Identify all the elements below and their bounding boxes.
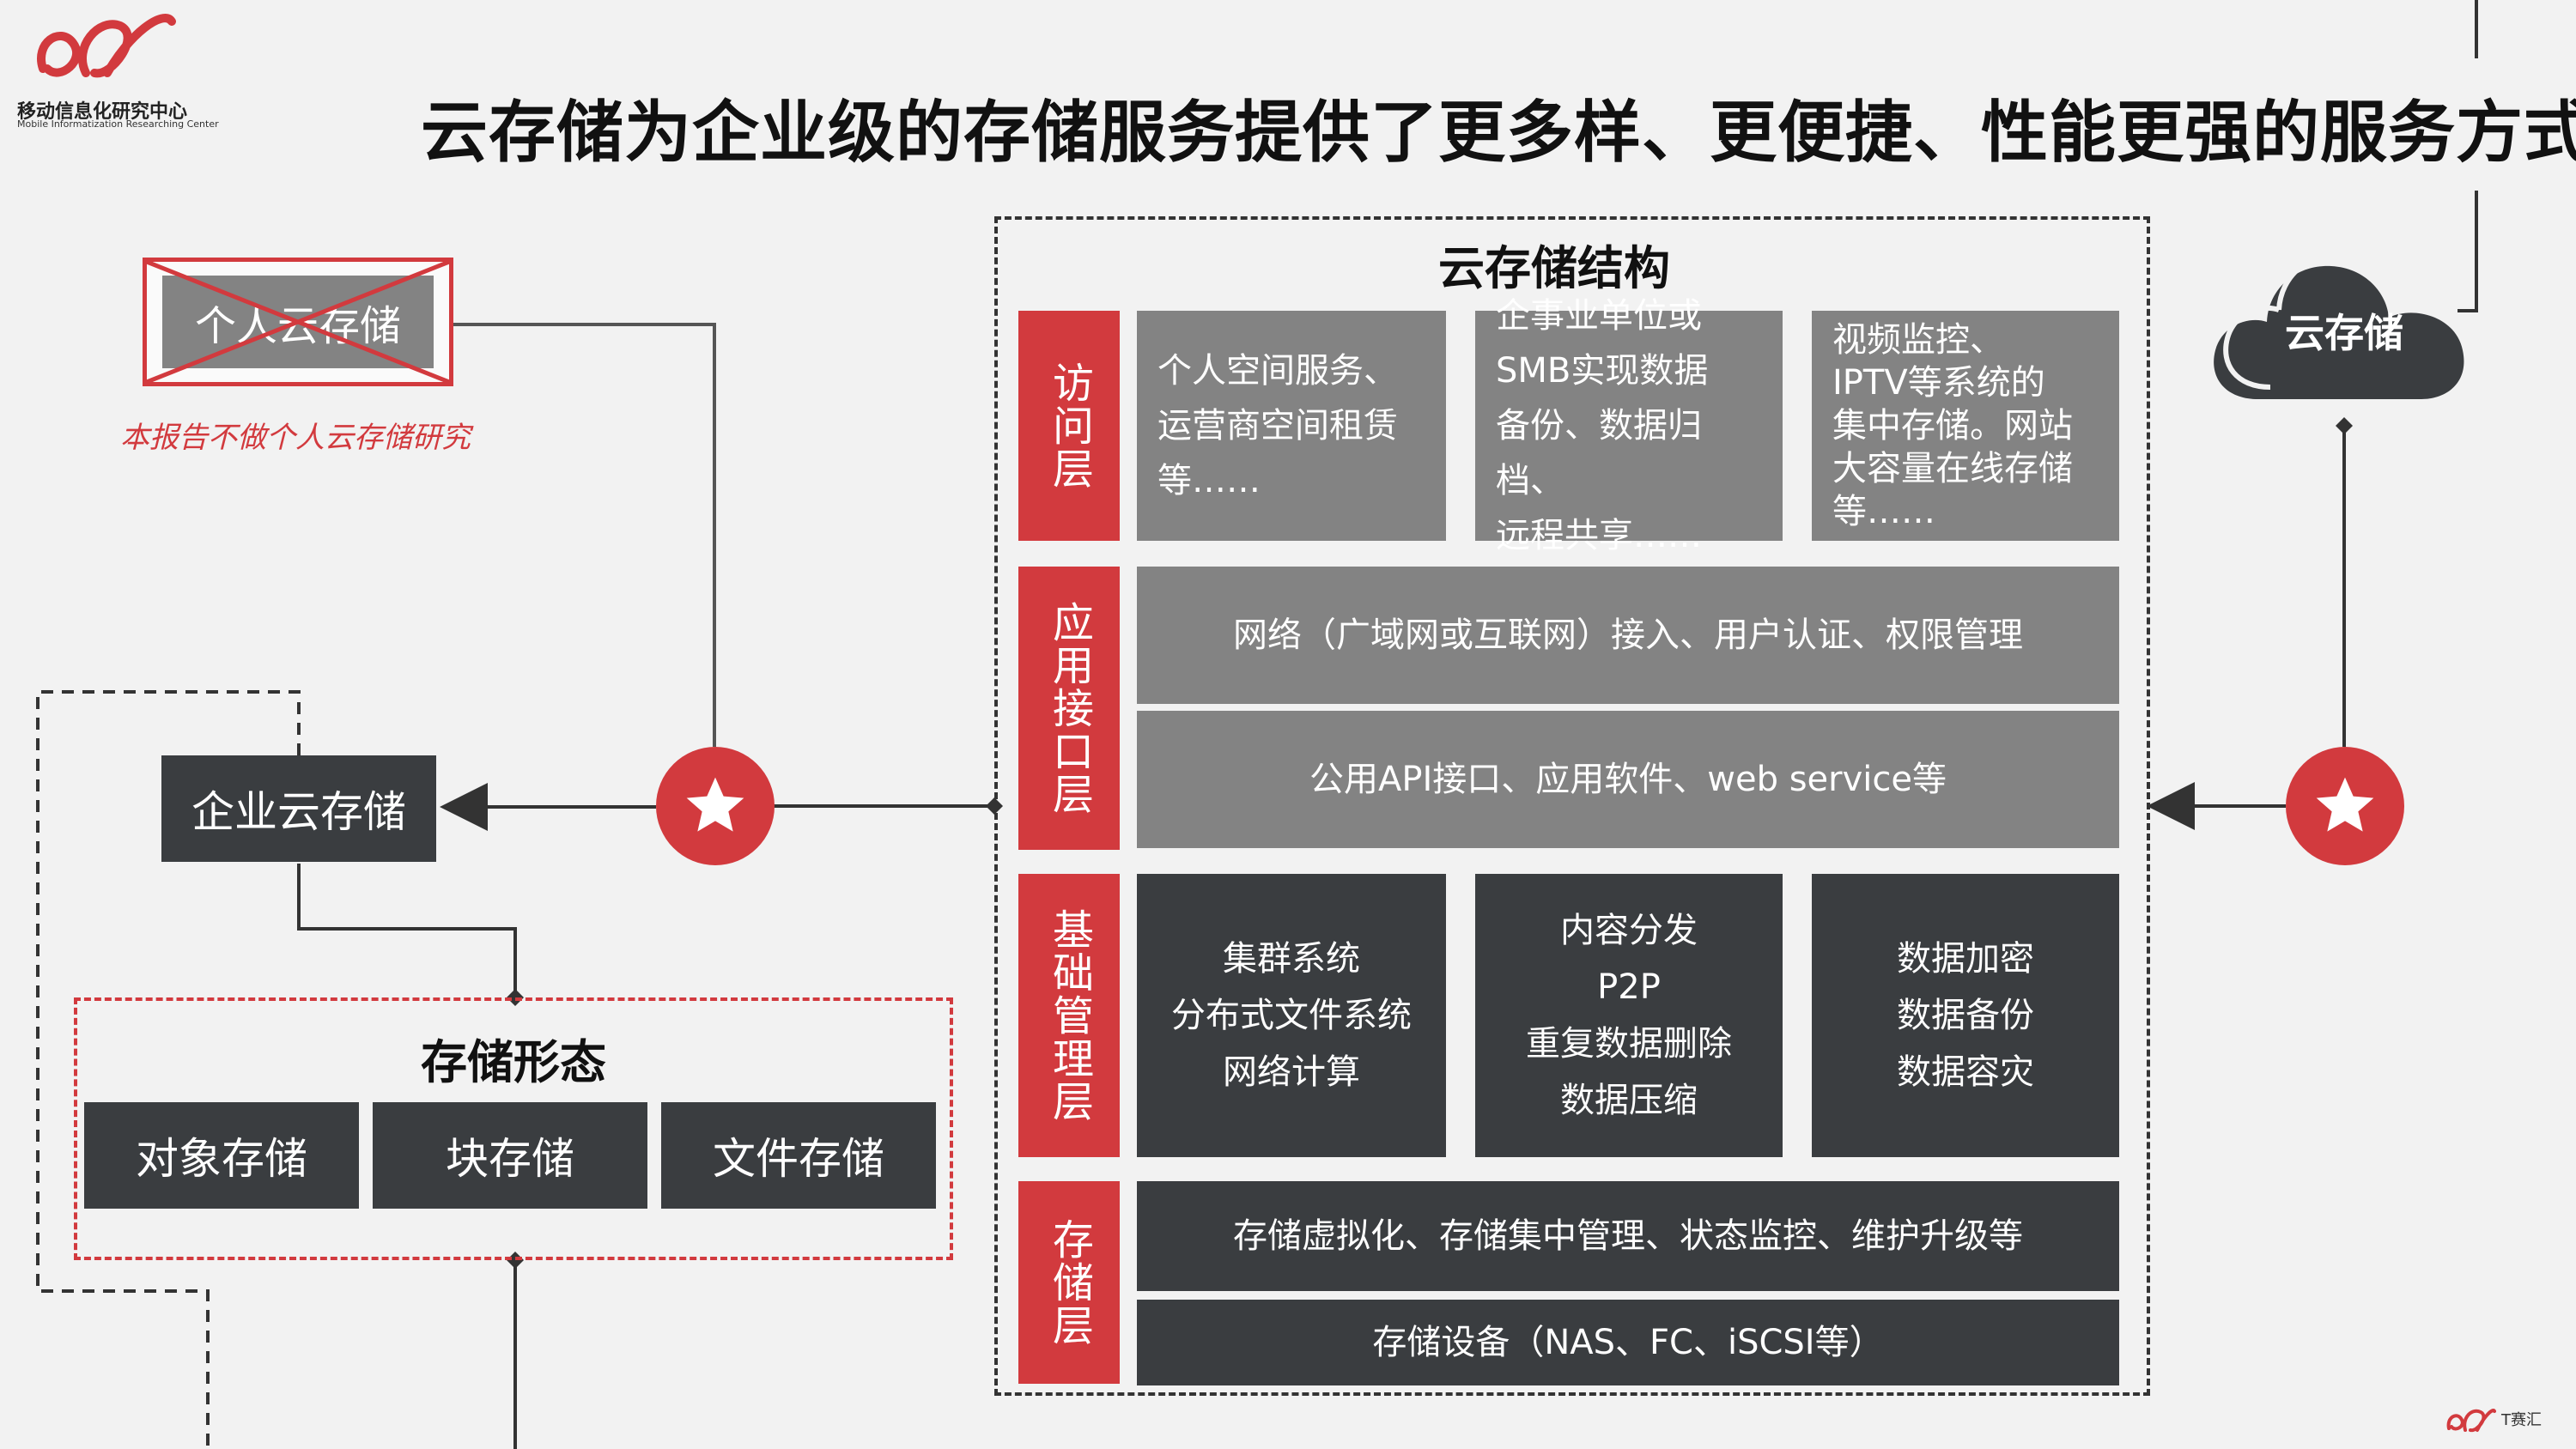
enterprise-cloud-storage-box: 企业云存储 [161,755,436,862]
cloud-node: 云存储 [2207,240,2482,412]
base-cell-cluster: 集群系统 分布式文件系统 网络计算 [1137,874,1446,1157]
layer-label-access: 访问层 [1018,311,1120,541]
storage-forms-container [74,997,953,1260]
footer-brand-text: T赛汇 [2501,1411,2542,1429]
page-title: 云存储为企业级的存储服务提供了更多样、更便捷、性能更强的服务方式 [421,94,2576,172]
base-cell-distribution: 内容分发 P2P 重复数据删除 数据压缩 [1475,874,1783,1157]
layer-label-api: 应用接口层 [1018,567,1120,850]
cloud-label: 云存储 [2285,310,2403,356]
layer-label-storage: 存储层 [1018,1181,1120,1384]
personal-exclusion-note: 本报告不做个人云存储研究 [120,421,471,455]
base-cell-security: 数据加密 数据备份 数据容灾 [1812,874,2119,1157]
storage-form-object: 对象存储 [84,1102,359,1209]
star-node-right [2286,747,2404,865]
storage-forms-title: 存储形态 [421,1035,606,1089]
access-cell-enterprise: 企事业单位或 SMB实现数据 备份、数据归档、 远程共享…… [1475,296,1783,555]
storage-row-virtualization: 存储虚拟化、存储集中管理、状态监控、维护升级等 [1137,1181,2119,1291]
footer-brand: T赛汇 [2445,1404,2542,1434]
cloud-icon [2214,251,2464,399]
cloud-storage-structure-title: 云存储结构 [1438,241,1670,295]
storage-form-block: 块存储 [373,1102,647,1209]
cross-out-icon [147,262,449,382]
star-node-left [656,747,775,865]
api-row-public-api: 公用API接口、应用软件、web service等 [1137,711,2119,848]
logo-subtitle: Mobile Informatization Researching Cente… [17,118,219,130]
layer-label-base: 基础管理层 [1018,874,1120,1157]
star-icon [2316,777,2374,832]
personal-cloud-storage-box: 个人云存储 [143,258,453,386]
storage-row-devices: 存储设备（NAS、FC、iSCSI等） [1137,1300,2119,1385]
storage-form-file: 文件存储 [661,1102,936,1209]
footer-logo-icon [2446,1409,2496,1433]
access-cell-surveillance: 视频监控、 IPTV等系统的 集中存储。网站 大容量在线存储 等…… [1812,311,2119,541]
access-cell-personal: 个人空间服务、 运营商空间租赁 等…… [1137,311,1446,541]
logo-name: 移动信息化研究中心 [17,101,188,123]
star-icon [686,777,744,832]
logo-mark-icon [37,14,176,78]
cloud-storage-structure-container [994,216,2150,1396]
api-row-network: 网络（广域网或互联网）接入、用户认证、权限管理 [1137,567,2119,704]
